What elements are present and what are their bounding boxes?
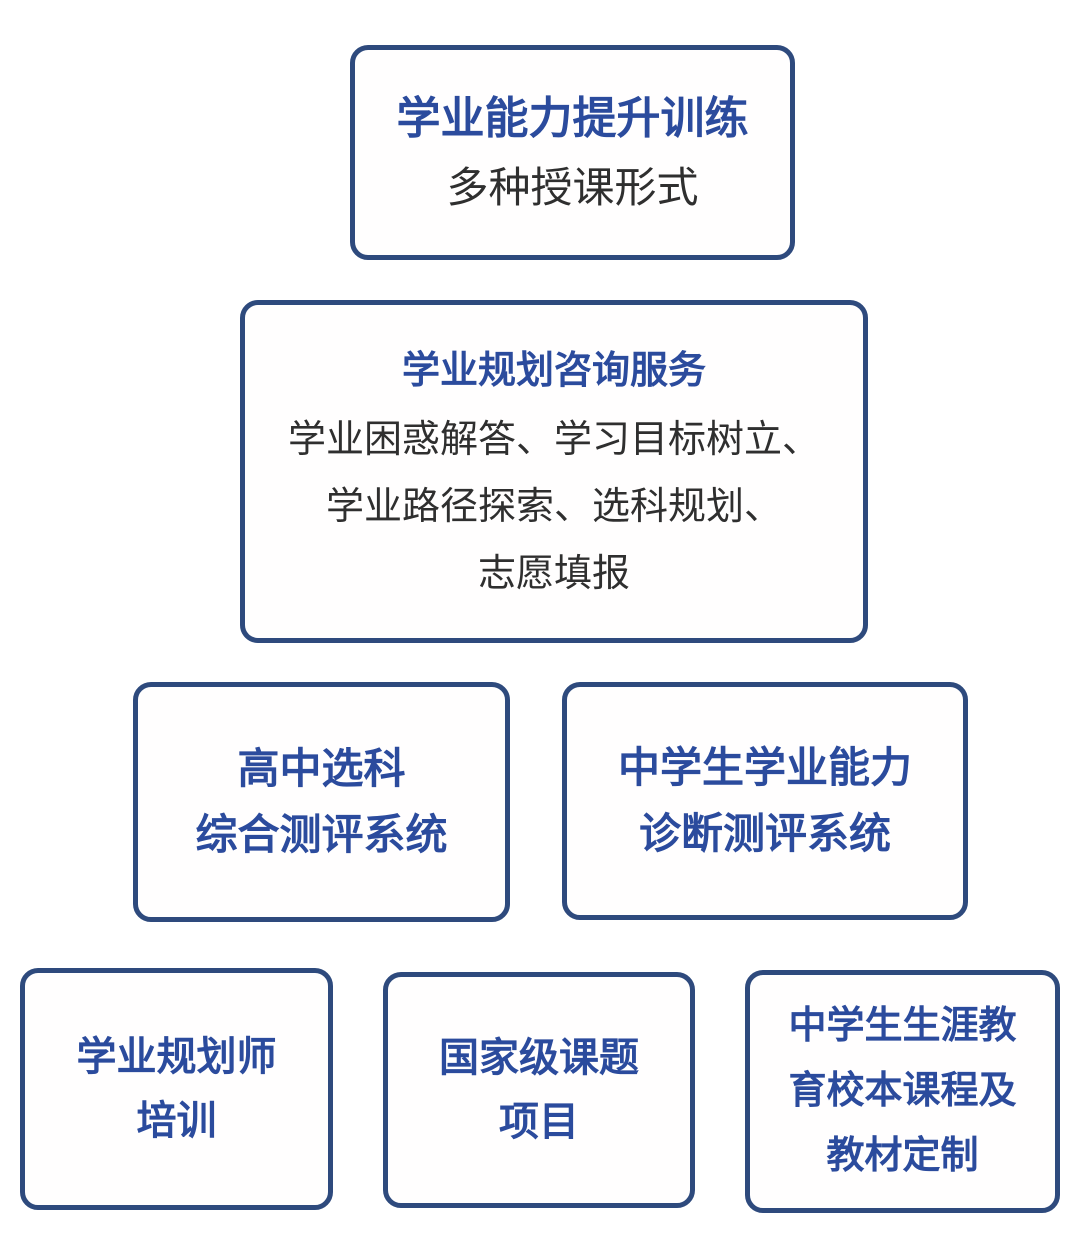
- planner-training-line: 培训: [136, 1099, 217, 1143]
- box-planning-consulting: 学业规划咨询服务 学业困惑解答、学习目标树立、 学业路径探索、选科规划、 志愿填…: [240, 300, 868, 643]
- national-project-line: 国家级课题: [439, 1036, 639, 1080]
- box-career-curriculum: 中学生生涯教 育校本课程及 教材定制: [745, 970, 1060, 1213]
- career-curriculum-line: 育校本课程及: [788, 1070, 1017, 1112]
- ability-training-title: 学业能力提升训练: [396, 93, 749, 143]
- planning-consulting-line: 学业困惑解答、学习目标树立、: [287, 419, 820, 461]
- ability-training-subtitle: 多种授课形式: [446, 163, 699, 211]
- box-subject-selection-system: 高中选科 综合测评系统: [133, 682, 510, 922]
- subject-selection-line: 综合测评系统: [195, 811, 448, 858]
- box-ability-training: 学业能力提升训练 多种授课形式: [350, 45, 795, 260]
- national-project-line: 项目: [499, 1100, 579, 1144]
- box-planner-training: 学业规划师 培训: [20, 968, 333, 1210]
- ability-diagnosis-line: 中学生学业能力: [617, 744, 912, 791]
- box-national-project: 国家级课题 项目: [383, 972, 695, 1208]
- planning-consulting-line: 志愿填报: [477, 553, 630, 595]
- planning-consulting-line: 学业路径探索、选科规划、: [325, 486, 782, 528]
- ability-diagnosis-line: 诊断测评系统: [638, 810, 891, 857]
- subject-selection-line: 高中选科: [237, 745, 406, 792]
- planner-training-line: 学业规划师: [76, 1035, 277, 1079]
- box-ability-diagnosis-system: 中学生学业能力 诊断测评系统: [562, 682, 968, 920]
- planning-consulting-title: 学业规划咨询服务: [401, 350, 706, 392]
- career-curriculum-line: 教材定制: [826, 1135, 979, 1177]
- career-curriculum-line: 中学生生涯教: [788, 1005, 1017, 1047]
